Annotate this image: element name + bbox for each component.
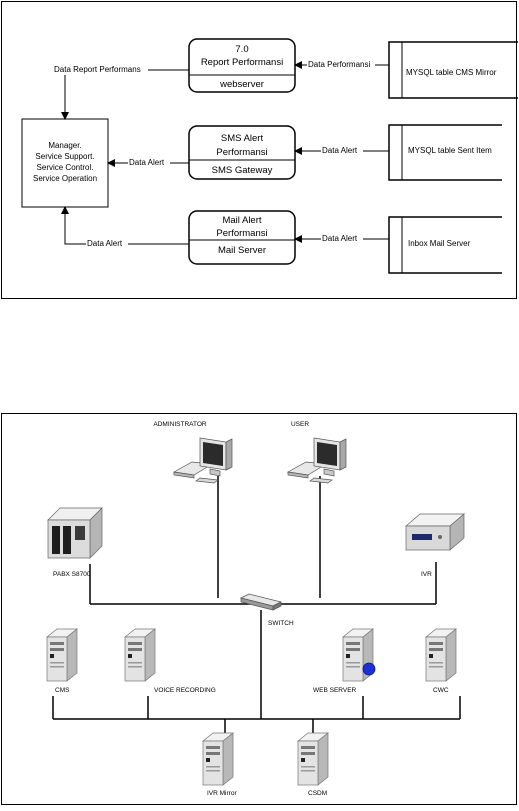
flow-mail-in-label: Data Alert: [322, 234, 358, 243]
manager-line-2: Service Support.: [35, 152, 94, 161]
ivr-mirror-node: IVR Mirror: [202, 732, 237, 797]
network-lines: [52, 476, 461, 741]
ivr-mirror-label: IVR Mirror: [207, 790, 237, 797]
administrator-computer-icon: [173, 437, 233, 484]
csdm-label: CSDM: [308, 790, 327, 797]
process-mail-line-1: Mail Alert: [222, 215, 261, 226]
process-mail-alert: Mail Alert Performansi Mail Server: [188, 210, 296, 265]
process-sms-foot: SMS Gateway: [212, 165, 273, 176]
csdm-node: CSDM: [297, 732, 329, 797]
store-sent-item: MYSQL table Sent Item: [388, 124, 502, 181]
store-inbox-mail-label: Inbox Mail Server: [408, 239, 471, 248]
user-label: USER: [291, 421, 309, 428]
csdm-server-icon: [297, 732, 329, 786]
ivr-label: IVR: [421, 571, 432, 578]
pabx-label: PABX S8700: [53, 571, 91, 578]
manager-line-4: Service Operation: [33, 174, 97, 183]
manager-line-3: Service Control.: [37, 163, 94, 172]
process-mail-line-2: Performansi: [216, 228, 267, 239]
manager-line-1: Manager.: [48, 141, 81, 150]
process-report-foot: webserver: [219, 79, 264, 90]
store-inbox-mail: Inbox Mail Server: [388, 216, 502, 274]
cms-server-icon: [46, 628, 78, 682]
data-flow-diagram: Manager. Service Support. Service Contro…: [21, 38, 518, 274]
flow-sms-in: Data Alert: [294, 145, 389, 156]
flow-sms-out-label: Data Alert: [129, 158, 165, 167]
manager-entity: Manager. Service Support. Service Contro…: [21, 118, 109, 208]
voice-recording-label: VOICE RECORDING: [154, 687, 216, 694]
voice-recording-server-icon: [124, 628, 156, 682]
voice-recording-node: VOICE RECORDING: [124, 628, 216, 694]
dfd-frame: Manager. Service Support. Service Contro…: [1, 1, 518, 299]
store-cms-mirror-label: MYSQL table CMS Mirror: [406, 68, 497, 77]
cwc-node: CWC: [425, 628, 457, 694]
switch-node: SWITCH: [239, 593, 294, 627]
flow-sms-out: Data Alert: [107, 157, 189, 168]
store-sent-item-label: MYSQL table Sent Item: [408, 146, 492, 155]
user-node: USER: [287, 421, 347, 484]
ivr-icon: [405, 513, 465, 551]
process-mail-foot: Mail Server: [218, 245, 266, 256]
process-sms-line-2: Performansi: [216, 147, 267, 158]
cms-label: CMS: [55, 687, 70, 694]
store-cms-mirror: MYSQL table CMS Mirror: [388, 41, 518, 99]
network-topology-diagram: ADMINISTRATOR USER PABX S8700 IVR: [46, 421, 465, 797]
process-report-line-1: 7.0: [235, 44, 248, 55]
flow-mail-out-label: Data Alert: [87, 239, 123, 248]
ivr-node: IVR: [405, 513, 465, 578]
administrator-label: ADMINISTRATOR: [153, 421, 207, 428]
web-server-label: WEB SERVER: [313, 687, 357, 694]
ivr-mirror-server-icon: [202, 732, 234, 786]
flow-report-out-label: Data Report Performans: [54, 65, 141, 74]
cwc-label: CWC: [433, 687, 449, 694]
flow-report-out: Data Report Performans: [52, 63, 189, 120]
web-server-node: WEB SERVER: [313, 628, 376, 694]
process-sms-line-1: SMS Alert: [221, 133, 264, 144]
process-report-line-2: Report Performansi: [201, 57, 283, 68]
administrator-node: ADMINISTRATOR: [153, 421, 233, 484]
flow-sms-in-label: Data Alert: [322, 146, 358, 155]
switch-label: SWITCH: [268, 620, 294, 627]
cms-node: CMS: [46, 628, 78, 694]
flow-report-in: Data Performansi: [294, 59, 389, 70]
switch-icon: [239, 593, 283, 611]
pabx-icon: [47, 507, 103, 559]
flow-mail-in: Data Alert: [294, 233, 389, 244]
network-frame: ADMINISTRATOR USER PABX S8700 IVR: [1, 413, 517, 805]
cwc-server-icon: [425, 628, 457, 682]
flow-mail-out: Data Alert: [61, 206, 189, 249]
web-server-icon: [342, 628, 376, 682]
user-computer-icon: [287, 437, 347, 484]
flow-report-in-label: Data Performansi: [308, 60, 370, 69]
process-report-performansi: 7.0 Report Performansi webserver: [188, 38, 296, 93]
process-sms-alert: SMS Alert Performansi SMS Gateway: [188, 125, 296, 180]
pabx-node: PABX S8700: [47, 507, 103, 578]
